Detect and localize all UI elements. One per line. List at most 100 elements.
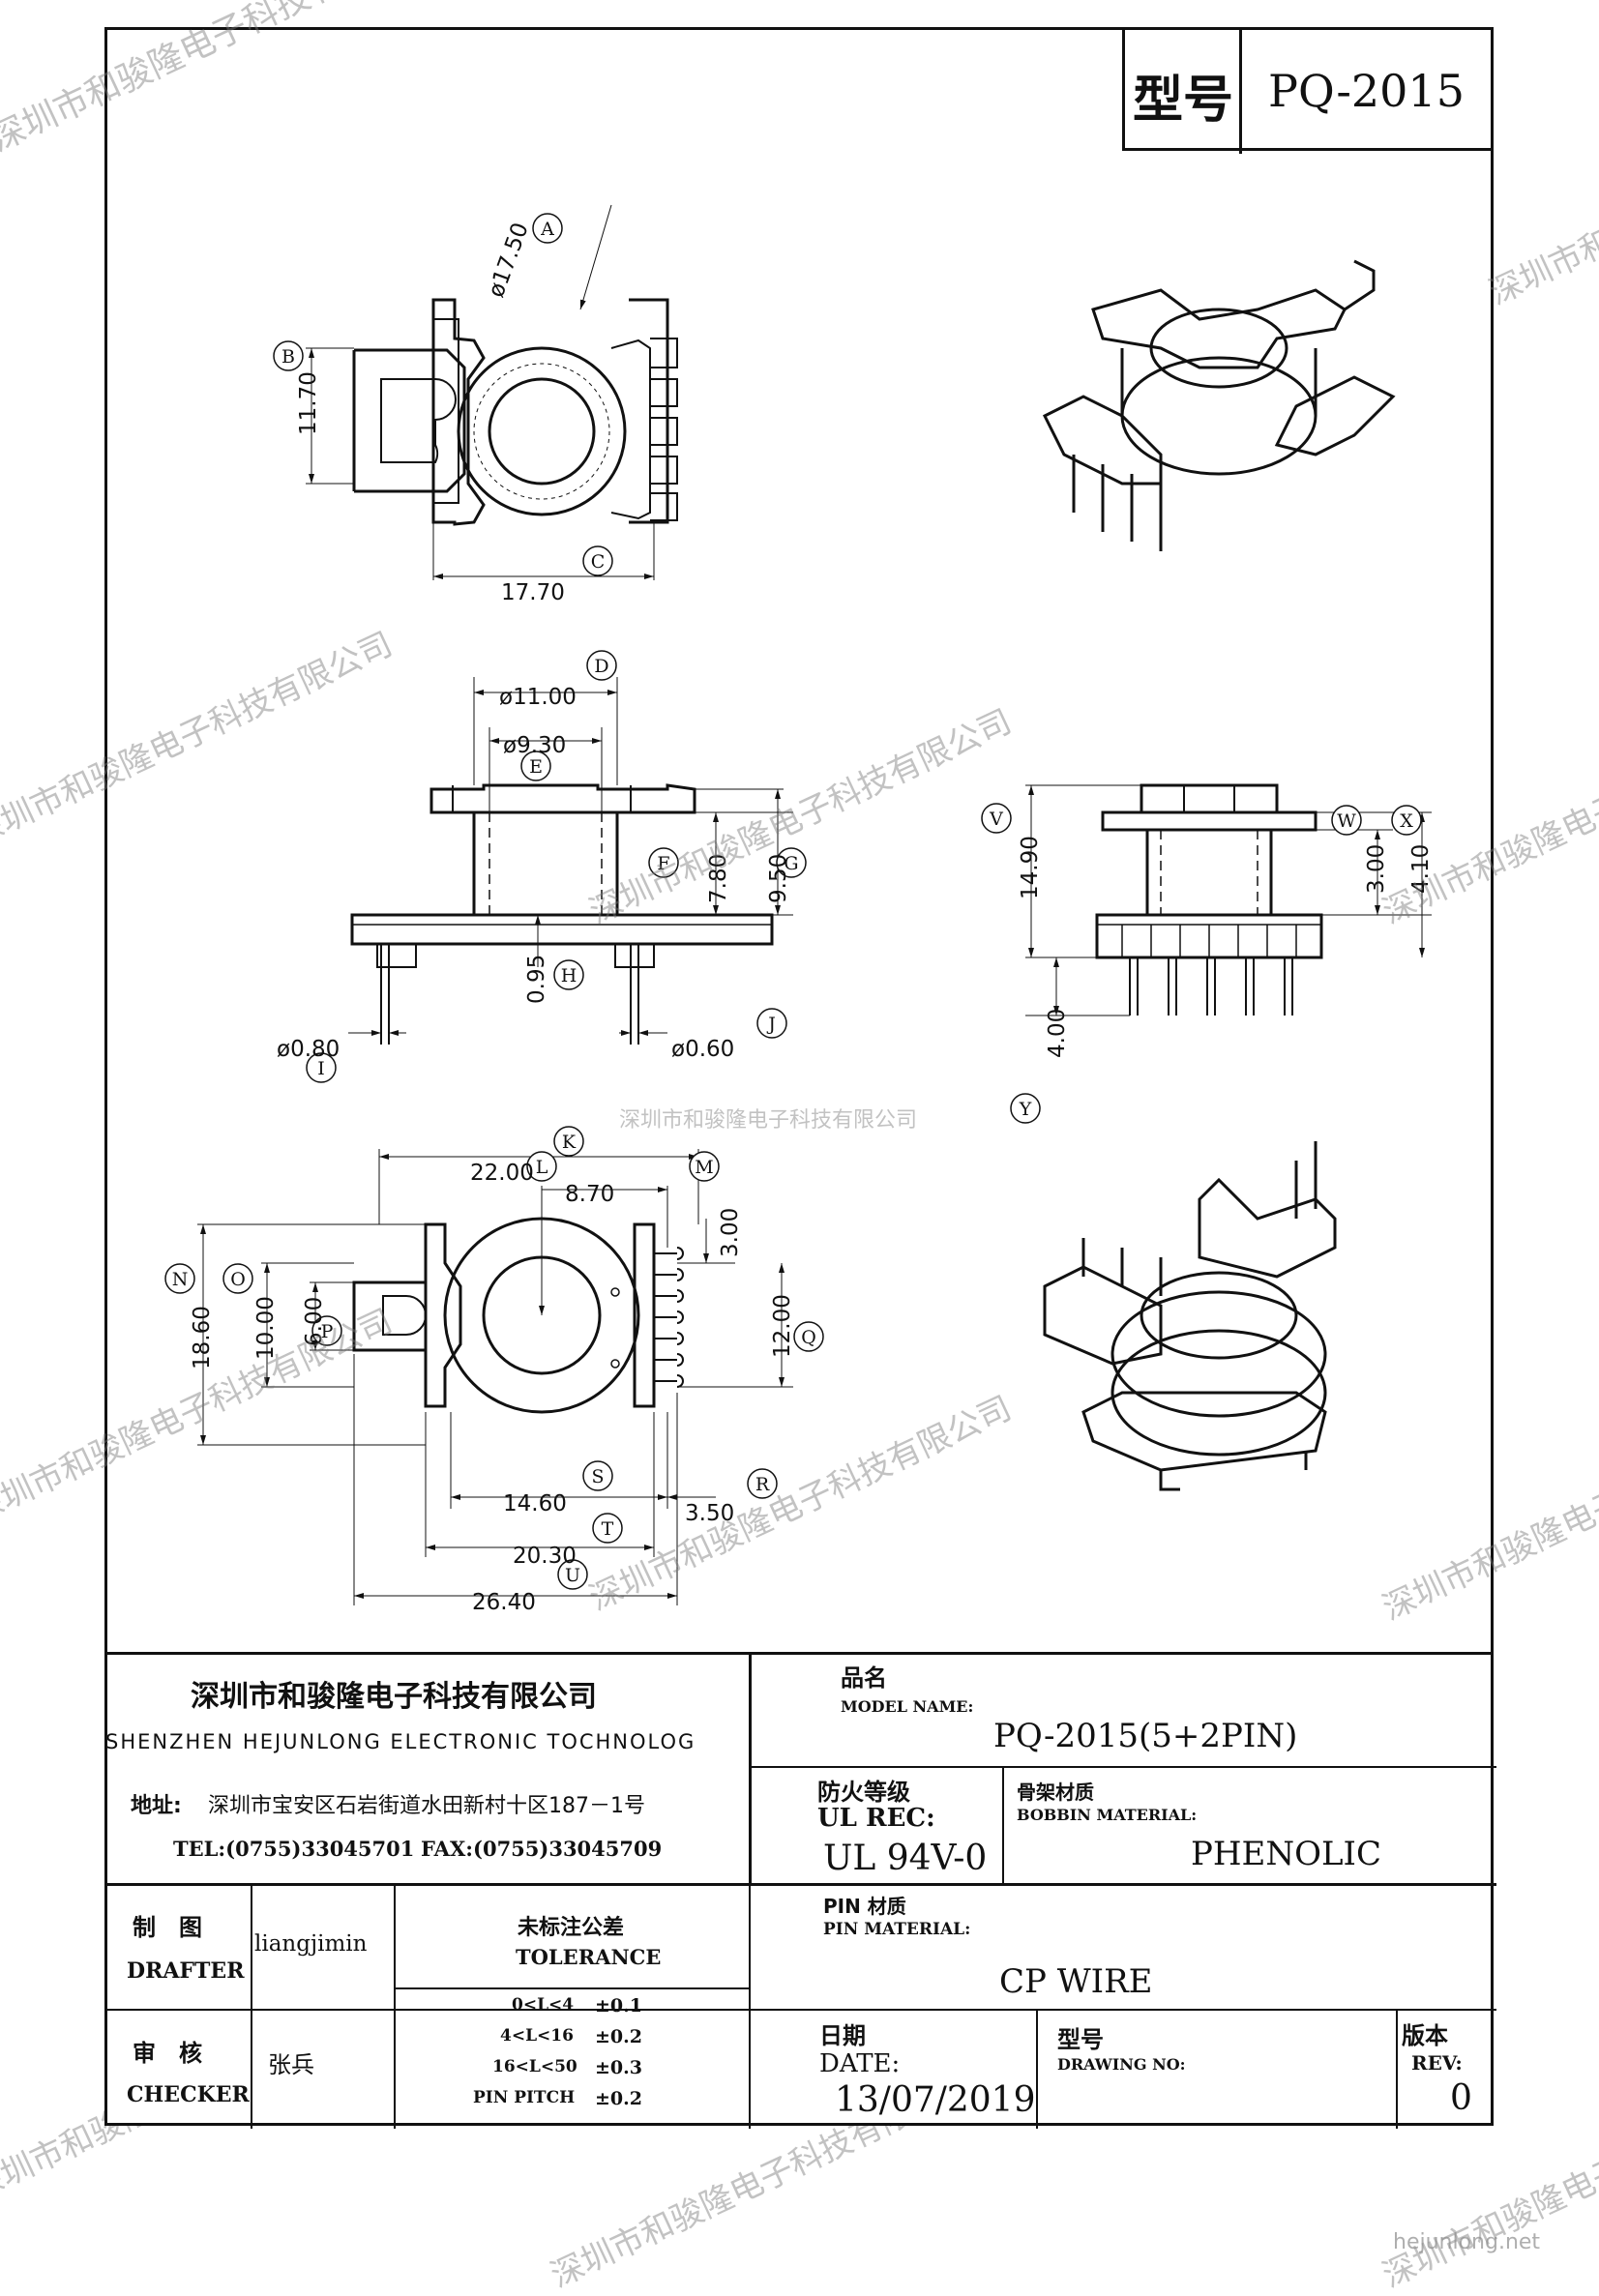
- address-value: 深圳市宝安区石岩街道水田新村十区187－1号: [208, 1794, 645, 1818]
- tolerance-range: PIN PITCH: [473, 2088, 576, 2107]
- dimension-marker-d: [586, 650, 617, 681]
- drawing-label-cn: 型号: [1057, 2026, 1104, 2053]
- dimension-marker-h: [553, 959, 584, 990]
- bobbin-label-en: BOBBIN MATERIAL:: [1017, 1806, 1198, 1824]
- dimension-letter-e: E: [529, 756, 543, 778]
- dimension-value-c: 17.70: [501, 580, 565, 605]
- dimension-letter-k: K: [562, 1132, 577, 1153]
- dimension-value-i: ø0.80: [277, 1037, 341, 1062]
- dimension-value-y: 4.00: [1045, 1008, 1070, 1058]
- dimension-letter-d: D: [594, 656, 608, 677]
- dimension-marker-c: [582, 545, 613, 576]
- dimension-letter-w: W: [1337, 810, 1356, 832]
- dimension-value-g: 9.50: [766, 853, 791, 903]
- dimension-marker-a: [532, 213, 563, 244]
- dimension-letter-b: B: [281, 346, 295, 368]
- model-box-label: 型号: [1133, 72, 1234, 130]
- dimension-value-d: ø11.00: [499, 685, 577, 710]
- side-view: [1025, 783, 1432, 1016]
- dimension-letter-a: A: [540, 219, 554, 240]
- dimension-marker-b: [273, 340, 304, 371]
- dimension-letter-i: I: [317, 1058, 325, 1079]
- dimension-marker-s: [582, 1460, 613, 1491]
- bottom-view: [197, 1149, 793, 1605]
- dimension-value-s: 14.60: [503, 1491, 567, 1516]
- checker-label-cn: 审 核: [133, 2040, 202, 2067]
- bobbin-label-cn: 骨架材质: [1017, 1781, 1094, 1804]
- address-label: 地址:: [131, 1794, 182, 1818]
- dimension-marker-f: [648, 847, 679, 878]
- dimension-letter-u: U: [565, 1565, 580, 1586]
- tolerance-value: ±0.1: [595, 1995, 642, 2016]
- fax: FAX:(0755)33045709: [421, 1837, 663, 1861]
- product-label-en: MODEL NAME:: [841, 1697, 974, 1716]
- dimension-value-u: 26.40: [472, 1590, 536, 1615]
- dimension-value-n: 18.60: [190, 1306, 215, 1369]
- tel: TEL:(0755)33045701: [173, 1837, 415, 1861]
- rev-value: 0: [1450, 2078, 1472, 2118]
- pin-label-en: PIN MATERIAL:: [823, 1920, 971, 1939]
- title-block: 深圳市和骏隆电子科技有限公司 SHENZHEN HEJUNLONG ELECTR…: [104, 1652, 1496, 2129]
- dimension-value-t: 20.30: [513, 1544, 577, 1569]
- tolerance-label-en: TOLERANCE: [516, 1945, 662, 1969]
- dimension-letter-p: P: [321, 1321, 334, 1342]
- dimension-value-q: 12.00: [770, 1294, 795, 1358]
- dimension-marker-g: [776, 847, 807, 878]
- date-label-cn: 日期: [819, 2022, 866, 2049]
- dimension-marker-m: [689, 1151, 720, 1182]
- company-name-cn: 深圳市和骏隆电子科技有限公司: [191, 1680, 597, 1714]
- dimension-letter-g: G: [784, 853, 798, 874]
- dimension-marker-l: [526, 1151, 557, 1182]
- dimension-letter-x: X: [1400, 810, 1413, 832]
- product-value: PQ-2015(5+2PIN): [993, 1717, 1298, 1755]
- dimension-value-b: 11.70: [296, 371, 321, 435]
- top-view-1: [306, 204, 678, 580]
- drafter-value: liangjimin: [254, 1931, 368, 1957]
- dimension-letter-y: Y: [1019, 1099, 1032, 1120]
- isometric-view-bottom: [1043, 1141, 1337, 1491]
- pin-label-cn: PIN 材质: [823, 1895, 906, 1918]
- dimension-marker-j: [756, 1008, 787, 1039]
- dimension-letter-o: O: [230, 1269, 246, 1290]
- dimension-letter-v: V: [989, 809, 1003, 830]
- rev-label-en: REV:: [1411, 2051, 1463, 2075]
- dimension-marker-t: [592, 1513, 623, 1544]
- dimension-value-j: ø0.60: [671, 1037, 735, 1062]
- dimension-marker-i: [306, 1052, 337, 1083]
- tolerance-range: 16<L<50: [492, 2057, 577, 2076]
- rev-label-cn: 版本: [1402, 2022, 1448, 2049]
- dimension-letter-j: J: [766, 1014, 776, 1035]
- dimension-marker-e: [520, 751, 551, 781]
- drawing-label-en: DRAWING NO:: [1057, 2055, 1186, 2074]
- model-box-value: PQ-2015: [1268, 65, 1465, 117]
- dimension-marker-x: [1391, 805, 1422, 836]
- dimension-marker-k: [553, 1126, 584, 1157]
- dimension-value-m: 3.00: [718, 1207, 743, 1257]
- watermark-5: 深圳市和骏隆电子科技有限公司: [619, 1108, 918, 1133]
- dimension-letter-q: Q: [801, 1327, 816, 1348]
- dimension-marker-p: [311, 1315, 342, 1346]
- pin-value: CP WIRE: [999, 1962, 1153, 2001]
- dimension-marker-q: [793, 1321, 824, 1352]
- dimension-marker-y: [1010, 1093, 1041, 1124]
- drafter-label-cn: 制 图: [133, 1914, 202, 1941]
- dimension-value-k: 22.00: [470, 1161, 534, 1186]
- dimension-letter-h: H: [561, 965, 577, 986]
- product-label-cn: 品名: [841, 1664, 887, 1692]
- tolerance-value: ±0.2: [595, 2026, 642, 2047]
- dimension-letter-s: S: [591, 1466, 604, 1487]
- tolerance-range: 4<L<16: [500, 2026, 574, 2046]
- tolerance-value: ±0.2: [595, 2088, 642, 2109]
- dimension-value-v: 14.90: [1018, 836, 1043, 899]
- dimension-letter-n: N: [172, 1269, 189, 1290]
- dimension-letter-t: T: [602, 1518, 614, 1540]
- tolerance-label-cn: 未标注公差: [518, 1916, 625, 1940]
- dimension-value-l: 8.70: [565, 1182, 615, 1207]
- dimension-value-e: ø9.30: [503, 733, 567, 758]
- bobbin-value: PHENOLIC: [1191, 1835, 1381, 1873]
- fire-label-en: UL REC:: [817, 1804, 935, 1833]
- dimension-marker-w: [1331, 805, 1362, 836]
- dimension-value-r: 3.50: [685, 1501, 735, 1526]
- dimension-letter-c: C: [591, 551, 606, 573]
